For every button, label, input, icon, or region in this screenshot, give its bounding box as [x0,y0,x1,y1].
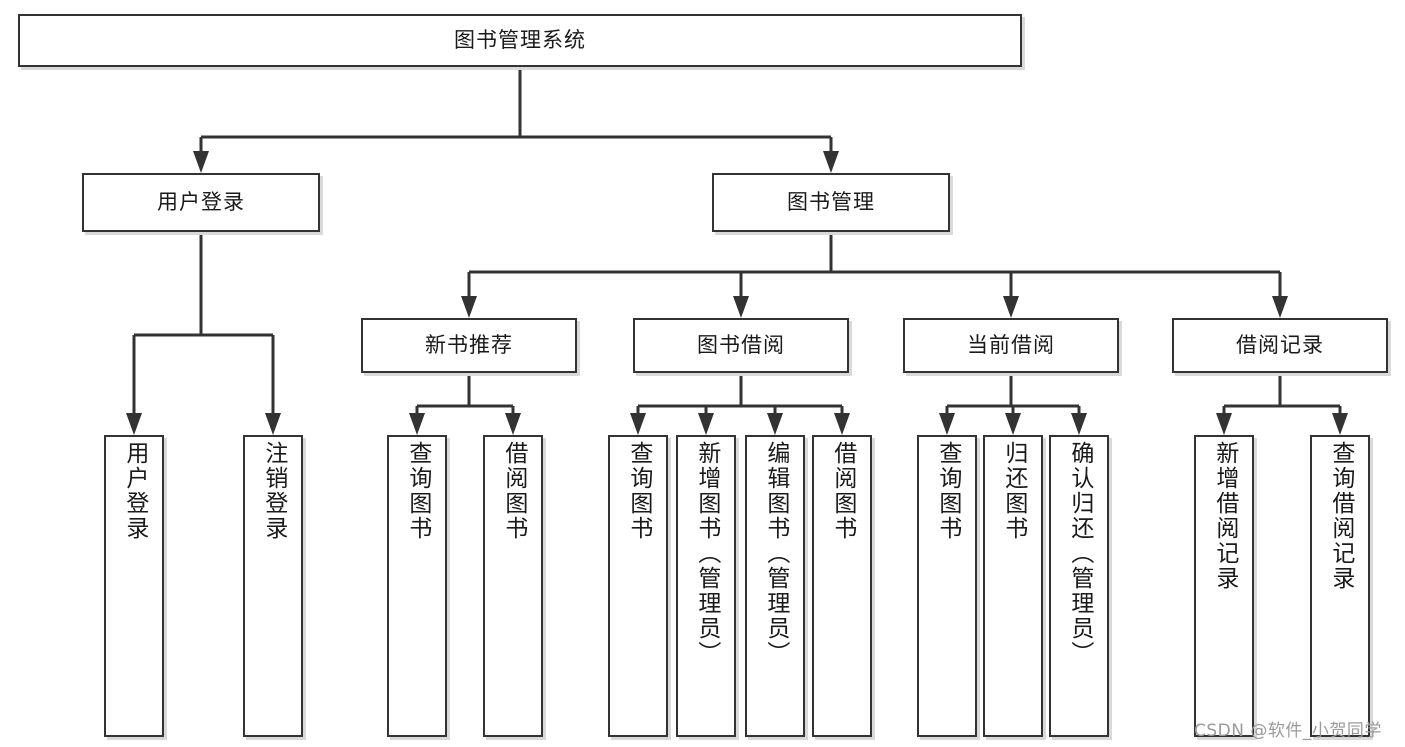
node-box-leaf-2-1[interactable]: 查询图书 [387,435,447,737]
node-box-current[interactable]: 当前借阅 [903,318,1119,373]
node-box-leaf-3-4[interactable]: 借阅图书 [812,435,872,737]
node-label-login: 用户登录 [157,189,245,214]
node-box-newbook[interactable]: 新书推荐 [361,318,577,373]
arrow-head-current [1003,296,1019,318]
arrow-head-borrow [733,296,749,318]
arrow-head-newbook [461,296,477,318]
node-box-borrow[interactable]: 图书借阅 [633,318,849,373]
node-box-leaf-3-1[interactable]: 查询图书 [608,435,668,737]
node-label-leaf-4-3: 确认归还（管理员） [1066,441,1093,666]
node-box-login[interactable]: 用户登录 [82,173,320,232]
arrow-head-bookmgmt [823,151,839,173]
node-label-leaf-3-1: 查询图书 [625,441,652,541]
arrow-head-leaf-3-4 [834,413,850,435]
node-label-leaf-3-2: 新增图书（管理员） [693,441,720,666]
node-box-leaf-4-1[interactable]: 查询图书 [917,435,977,737]
node-label-leaf-2-1: 查询图书 [404,441,431,541]
arrow-head-leaf-2-2 [505,413,521,435]
node-label-leaf-3-3: 编辑图书（管理员） [762,441,789,666]
node-box-root[interactable]: 图书管理系统 [18,14,1022,67]
arrow-head-records [1272,296,1288,318]
arrow-head-leaf-5-2 [1332,413,1348,435]
node-label-leaf-4-1: 查询图书 [934,441,961,541]
node-label-leaf-1-2: 注销登录 [260,441,287,541]
arrow-head-leaf-2-1 [409,413,425,435]
node-box-leaf-2-2[interactable]: 借阅图书 [483,435,543,737]
node-box-leaf-1-2[interactable]: 注销登录 [243,435,303,737]
arrow-head-leaf-1-2 [265,413,281,435]
node-box-leaf-1-1[interactable]: 用户登录 [104,435,164,737]
node-label-root: 图书管理系统 [454,27,586,52]
arrow-head-leaf-3-3 [767,413,783,435]
node-label-borrow: 图书借阅 [697,332,785,357]
arrow-head-leaf-4-2 [1005,413,1021,435]
node-box-leaf-5-2[interactable]: 查询借阅记录 [1310,435,1370,737]
arrow-head-leaf-5-1 [1216,413,1232,435]
node-box-leaf-4-2[interactable]: 归还图书 [983,435,1043,737]
arrow-head-leaf-3-2 [698,413,714,435]
arrow-head-leaf-1-1 [126,413,142,435]
node-label-leaf-4-2: 归还图书 [1000,441,1027,541]
node-box-leaf-4-3[interactable]: 确认归还（管理员） [1049,435,1109,737]
arrow-head-leaf-3-1 [630,413,646,435]
node-label-newbook: 新书推荐 [425,332,513,357]
node-box-leaf-3-2[interactable]: 新增图书（管理员） [676,435,736,737]
node-label-records: 借阅记录 [1236,332,1324,357]
arrow-head-login [193,151,209,173]
arrow-head-leaf-4-1 [939,413,955,435]
node-box-records[interactable]: 借阅记录 [1172,318,1388,373]
arrow-head-leaf-4-3 [1071,413,1087,435]
node-label-leaf-2-2: 借阅图书 [500,441,527,541]
node-label-leaf-5-2: 查询借阅记录 [1327,441,1354,591]
node-label-leaf-5-1: 新增借阅记录 [1211,441,1238,591]
node-box-leaf-5-1[interactable]: 新增借阅记录 [1194,435,1254,737]
node-box-bookmgmt[interactable]: 图书管理 [712,173,950,232]
node-label-leaf-3-4: 借阅图书 [829,441,856,541]
node-label-bookmgmt: 图书管理 [787,189,875,214]
node-box-leaf-3-3[interactable]: 编辑图书（管理员） [745,435,805,737]
node-label-leaf-1-1: 用户登录 [121,441,148,541]
node-label-current: 当前借阅 [967,332,1055,357]
